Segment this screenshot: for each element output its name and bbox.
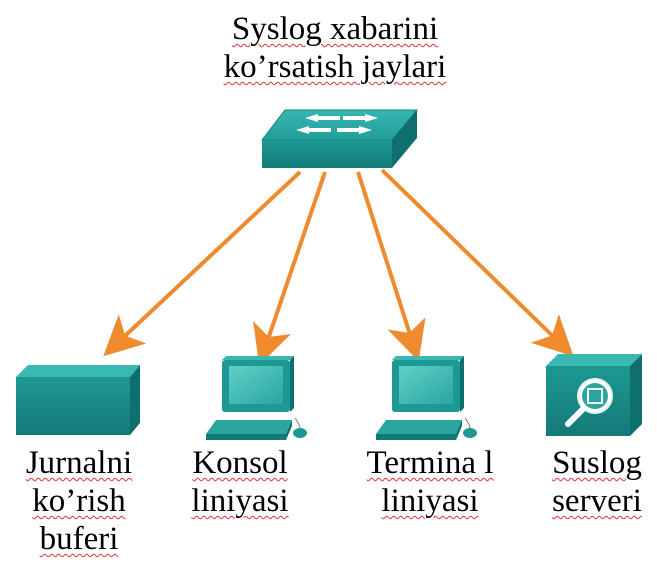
computer-terminal-icon-console	[206, 356, 307, 440]
buffer-device-icon	[16, 365, 140, 435]
server-label-line-2: serveri	[552, 483, 642, 519]
title-line-1: Syslog xabarini	[231, 11, 439, 47]
arrow-to-buffer	[103, 170, 302, 357]
terminal-label-line-1: Termina l	[366, 445, 494, 481]
title-line-2: ko’rsatish jaylari	[223, 49, 447, 85]
console-label-line-2: liniyasi	[191, 483, 289, 519]
computer-terminal-icon-terminal	[376, 356, 477, 440]
diagram-title: Syslog xabarini ko’rsatish jaylari	[190, 10, 480, 86]
buffer-label-line-2: ko’rish	[32, 483, 126, 519]
console-label-line-1: Konsol	[192, 445, 288, 481]
arrow-to-syslog-server	[380, 168, 574, 357]
network-switch-icon	[260, 109, 419, 168]
arrow-to-terminal	[356, 171, 426, 362]
destination-label-console: Konsol liniyasi	[180, 444, 300, 520]
destination-label-buffer: Jurnalni ko’rish buferi	[14, 444, 144, 558]
terminal-label-line-2: liniyasi	[381, 483, 479, 519]
arrow-to-console	[253, 171, 327, 366]
destination-label-terminal: Termina l liniyasi	[350, 444, 510, 520]
server-label-line-1: Suslog	[552, 445, 642, 481]
server-magnifier-icon	[546, 354, 642, 436]
buffer-label-line-1: Jurnalni	[25, 445, 133, 481]
buffer-label-line-3: buferi	[39, 521, 119, 557]
destination-label-syslog-server: Suslog serveri	[542, 444, 652, 520]
